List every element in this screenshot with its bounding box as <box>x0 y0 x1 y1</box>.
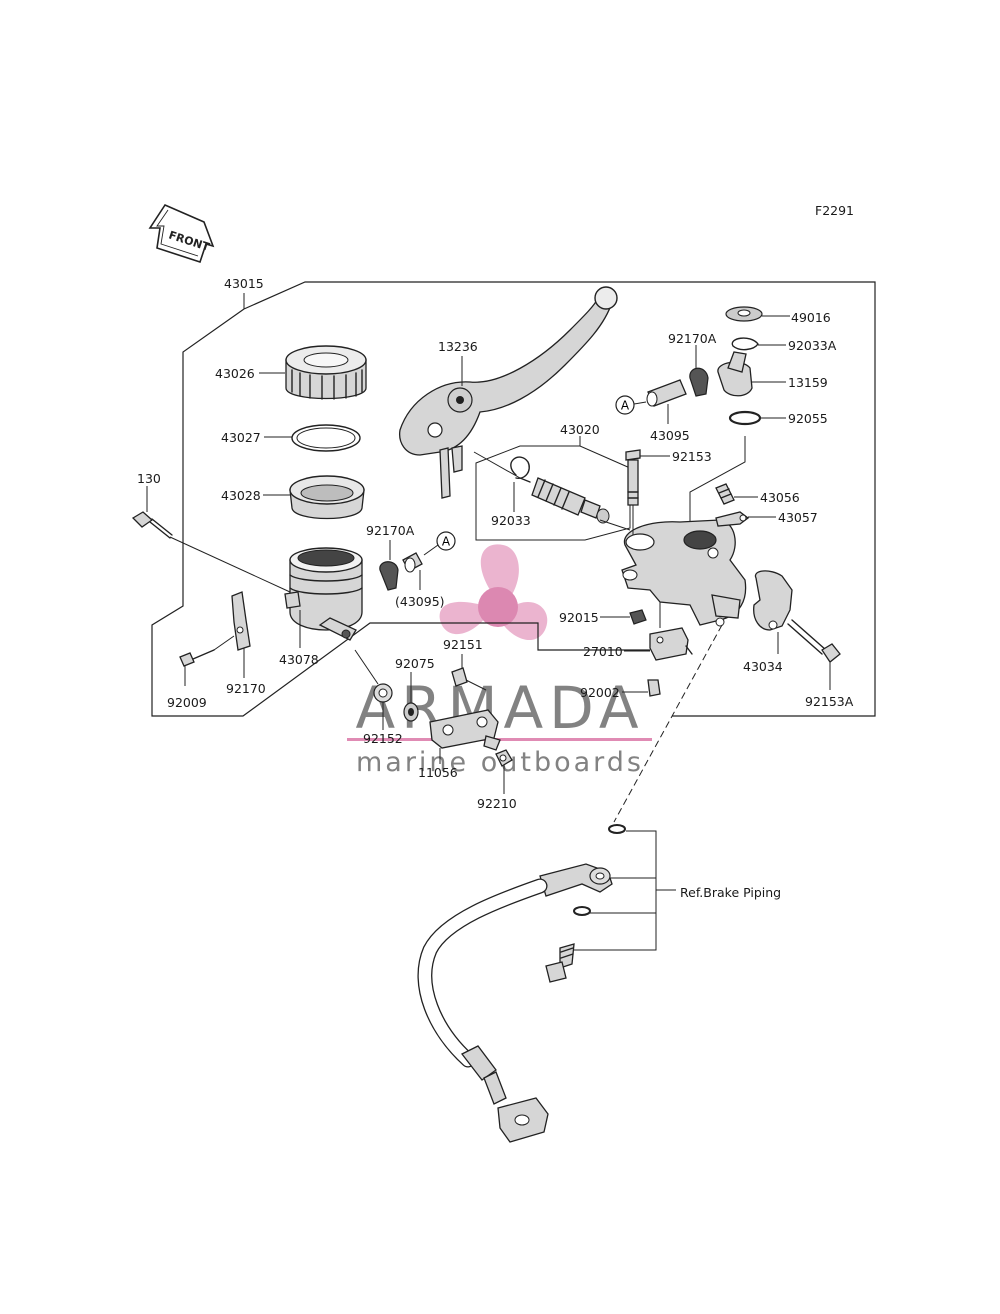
label-92015: 92015 <box>559 610 599 625</box>
ref-bracket-ticks <box>590 877 676 914</box>
label-11056: 11056 <box>418 765 458 780</box>
nut-92210-part <box>495 749 513 794</box>
circlip-92033-part <box>510 456 530 512</box>
diaphragm-plate-part <box>291 424 361 452</box>
label-43015: 43015 <box>224 276 264 291</box>
assembly-frame-right <box>243 281 876 717</box>
label-13236: 13236 <box>438 339 478 354</box>
leader-lever-piston <box>473 451 521 479</box>
brake-lever-part <box>399 286 618 499</box>
banjo-washer-bottom-part <box>573 906 591 916</box>
clamp-holder-43034-part <box>753 570 793 654</box>
label-92075: 92075 <box>395 656 435 671</box>
clamp-92170A-left-part <box>379 540 399 591</box>
pivot-bolt-92153-part <box>625 449 670 535</box>
watermark-name: ARMADA <box>355 674 644 742</box>
label-92153: 92153 <box>672 449 712 464</box>
figure-code: F2291 <box>815 203 854 218</box>
label-27010: 27010 <box>583 644 623 659</box>
label-92170: 92170 <box>226 681 266 696</box>
ref-marker-a-left <box>436 531 456 551</box>
label-92151: 92151 <box>443 637 483 652</box>
bracket-11056-part <box>429 709 501 764</box>
label-92055: 92055 <box>788 411 828 426</box>
oring-92055-part <box>728 410 786 426</box>
label-43026: 43026 <box>215 366 255 381</box>
nut-92015-part <box>600 609 647 625</box>
washer-92075-part <box>403 672 419 722</box>
label-92153A: 92153A <box>805 694 854 709</box>
reservoir-body-part <box>284 547 363 641</box>
label-43095-paren: (43095) <box>395 594 445 609</box>
label-43027: 43027 <box>221 430 261 445</box>
clamp-92170-part <box>231 591 251 678</box>
ref-brake-piping-note: Ref.Brake Piping <box>680 885 781 900</box>
label-43020: 43020 <box>560 422 600 437</box>
brake-hose-part <box>417 878 549 1143</box>
label-92210: 92210 <box>477 796 517 811</box>
banjo-bolt-part <box>545 943 575 983</box>
label-49016: 49016 <box>791 310 831 325</box>
label-92009: 92009 <box>167 695 207 710</box>
leader-piston-body <box>599 519 631 531</box>
cap-49016-part <box>725 306 790 322</box>
screw-92002-part <box>622 679 661 697</box>
master-cylinder-body-part <box>621 519 747 627</box>
clamp-92170A-right-part <box>689 345 709 397</box>
label-43028: 43028 <box>221 488 261 503</box>
watermark-propeller-icon <box>439 544 548 641</box>
centerline-dashed <box>613 624 723 823</box>
reservoir-cap-part <box>285 345 367 400</box>
bleeder-43056-part <box>715 483 758 505</box>
switch-27010-part <box>624 602 693 661</box>
bolt-92153A-part <box>787 619 841 690</box>
banjo-washer-top-part <box>608 824 626 834</box>
label-43095: 43095 <box>650 428 690 443</box>
label-92170A-left: 92170A <box>366 523 415 538</box>
banjo-fitting-part <box>539 863 613 897</box>
watermark-tagline: marine outboards <box>356 747 644 778</box>
hose-43095-right-part <box>633 379 687 424</box>
front-arrow-icon: FRONT <box>148 203 215 264</box>
hose-43095-left-part <box>402 544 439 590</box>
label-43056: 43056 <box>760 490 800 505</box>
label-92002: 92002 <box>580 685 620 700</box>
ref-marker-a-right-label: A <box>621 399 630 413</box>
ref-marker-a-left-label: A <box>442 535 451 549</box>
piston-kit-part <box>519 477 610 524</box>
label-43078: 43078 <box>279 652 319 667</box>
bolt-130-part <box>131 486 291 593</box>
fitting-13159-part <box>717 351 786 397</box>
diaphragm-part <box>289 475 365 520</box>
label-43034: 43034 <box>743 659 783 674</box>
ref-marker-a-right <box>615 395 635 415</box>
bleeder-cap-43057-part <box>715 511 776 527</box>
label-130: 130 <box>137 471 161 486</box>
leader-oring-body <box>689 436 746 522</box>
label-43057: 43057 <box>778 510 818 525</box>
label-92152: 92152 <box>363 731 403 746</box>
label-13159: 13159 <box>788 375 828 390</box>
ref-bracket-leader <box>574 830 657 951</box>
label-92170A-right: 92170A <box>668 331 717 346</box>
label-92033: 92033 <box>491 513 531 528</box>
screw-92009-part <box>179 635 235 686</box>
grommet-92152-part <box>354 649 393 730</box>
label-92033A: 92033A <box>788 338 837 353</box>
assembly-frame-left <box>151 308 650 717</box>
screw-92151-part <box>451 654 487 691</box>
circlip-92033A-part <box>731 337 786 351</box>
